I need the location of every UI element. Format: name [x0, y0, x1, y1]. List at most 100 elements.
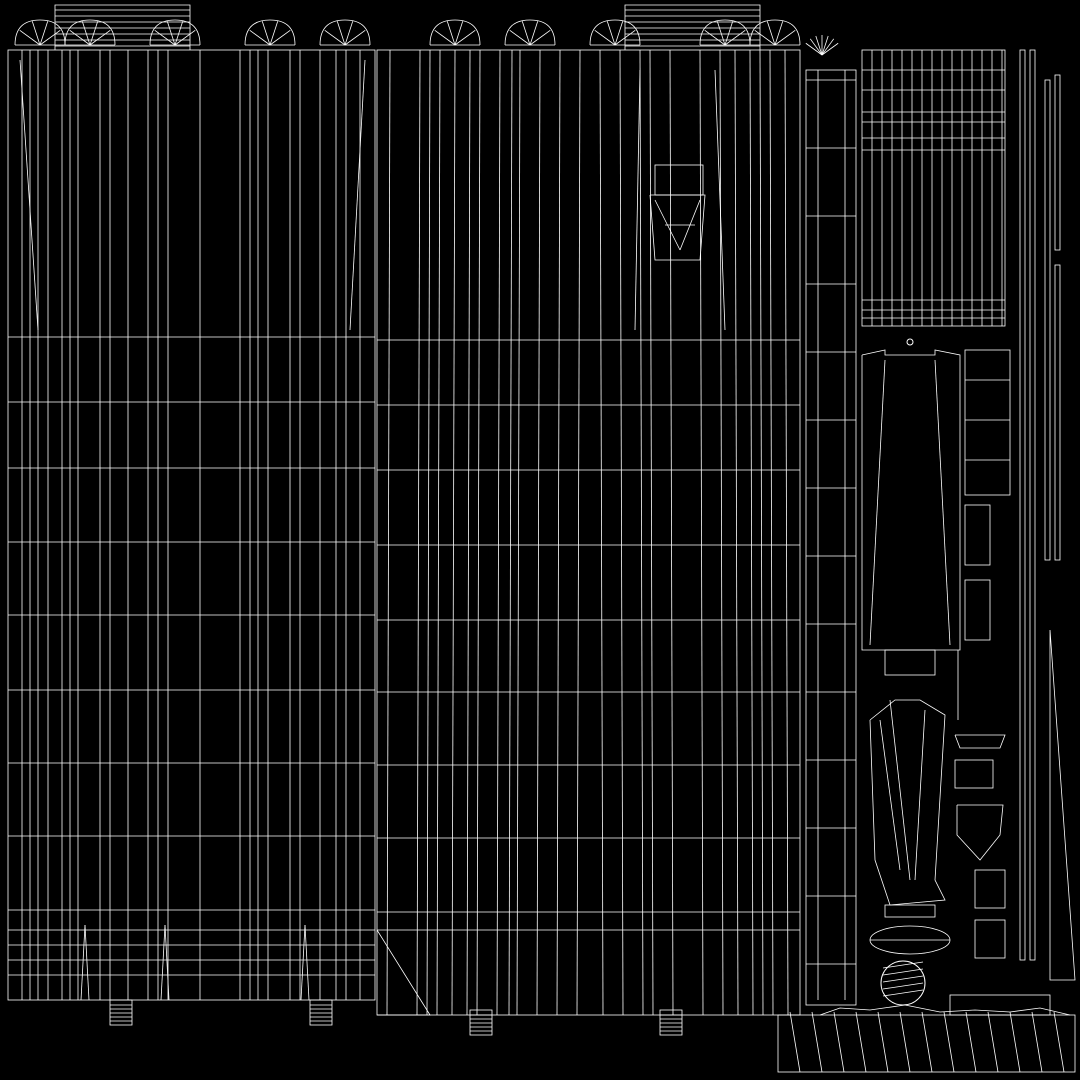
wire-edge	[594, 29, 616, 46]
wire-face	[964, 504, 991, 566]
wire-edge	[704, 29, 726, 46]
wire-loop	[504, 19, 556, 46]
wire-face	[805, 69, 857, 1006]
wire-edge	[19, 29, 41, 46]
wire-edge	[336, 21, 346, 46]
wire-edge	[821, 38, 835, 56]
wire-edge	[606, 21, 616, 46]
wire-edge	[889, 699, 911, 881]
wire-face	[884, 649, 936, 676]
wire-face	[949, 994, 1051, 1016]
wire-face	[884, 904, 936, 918]
wire-edge	[436, 49, 441, 1016]
wire-edge	[1053, 1011, 1065, 1073]
wire-edge	[174, 29, 196, 46]
wire-edge	[269, 21, 279, 46]
wire-edge	[164, 924, 170, 1001]
wire-edge	[324, 29, 346, 46]
wire-edge	[724, 29, 746, 46]
wire-edge	[774, 29, 796, 46]
wire-edge	[300, 924, 306, 1001]
wire-edge	[769, 49, 774, 1016]
wire-face	[861, 49, 1006, 327]
wire-loop	[869, 699, 946, 906]
right-panel-island	[376, 4, 801, 1036]
wire-edge	[556, 49, 561, 1016]
wire-edge	[521, 21, 531, 46]
wire-edge	[614, 29, 636, 46]
wire-face	[376, 49, 801, 1016]
wire-edge	[882, 961, 924, 969]
wire-edge	[855, 1011, 867, 1073]
wire-edge	[344, 29, 366, 46]
wire-edge	[882, 989, 924, 997]
wire-edge	[882, 982, 924, 990]
wire-edge	[869, 359, 886, 646]
wire-loop	[54, 4, 191, 50]
wire-edge	[80, 924, 86, 1001]
wire-loop	[429, 19, 481, 46]
left-panel-island	[7, 4, 376, 1026]
wire-loop	[1049, 629, 1076, 981]
wire-face	[777, 1014, 1076, 1073]
wire-edge	[39, 21, 49, 46]
wire-edge	[529, 29, 551, 46]
wire-face	[1029, 49, 1036, 961]
wire-edge	[261, 21, 271, 46]
wire-face	[964, 579, 991, 641]
wire-edge	[639, 49, 644, 1016]
wire-edge	[614, 21, 624, 46]
wire-face	[309, 999, 333, 1026]
wire-edge	[619, 49, 624, 1016]
vertical-strip-island	[805, 35, 857, 1006]
wire-edge	[160, 924, 166, 1001]
wire-edge	[416, 49, 421, 1016]
wire-face	[1044, 79, 1051, 561]
wire-loop	[954, 734, 1006, 749]
wire-edge	[649, 49, 654, 1016]
wire-loop	[956, 804, 1004, 861]
wire-edge	[634, 69, 641, 331]
wire-edge	[599, 49, 604, 1016]
wire-loop	[699, 19, 751, 46]
wire-edge	[454, 29, 476, 46]
wire-edge	[174, 21, 184, 46]
wire-edge	[89, 29, 111, 46]
wire-edge	[466, 49, 471, 1016]
wire-edge	[934, 359, 951, 646]
wire-face	[469, 1009, 493, 1036]
wire-edge	[529, 21, 539, 46]
grid-block-island	[861, 49, 1006, 327]
wire-face	[7, 49, 376, 1001]
wire-edge	[965, 1011, 977, 1073]
wire-face	[109, 999, 133, 1026]
wire-face	[974, 919, 1006, 959]
wire-loop	[149, 19, 201, 46]
wire-face	[1054, 264, 1061, 561]
wire-edge	[446, 21, 456, 46]
wire-edge	[508, 49, 513, 1016]
wire-edge	[987, 1011, 999, 1073]
wire-edge	[509, 29, 531, 46]
wire-edge	[386, 49, 391, 1016]
wire-edge	[724, 21, 734, 46]
wire-edge	[805, 42, 823, 56]
wire-face	[1019, 49, 1026, 961]
wire-edge	[714, 69, 726, 331]
wire-edge	[809, 38, 823, 56]
wire-loop	[319, 19, 371, 46]
bottom-strip-island	[777, 994, 1076, 1073]
wire-edge	[833, 1011, 845, 1073]
wire-edge	[1009, 1011, 1021, 1073]
wire-edge	[89, 21, 99, 46]
wire-edge	[734, 49, 739, 1016]
wire-edge	[39, 29, 61, 46]
wire-edge	[821, 42, 839, 56]
wire-edge	[882, 975, 924, 983]
wire-loop	[244, 19, 296, 46]
wire-loop	[589, 19, 641, 46]
wire-face	[954, 759, 994, 789]
wire-edge	[434, 29, 456, 46]
